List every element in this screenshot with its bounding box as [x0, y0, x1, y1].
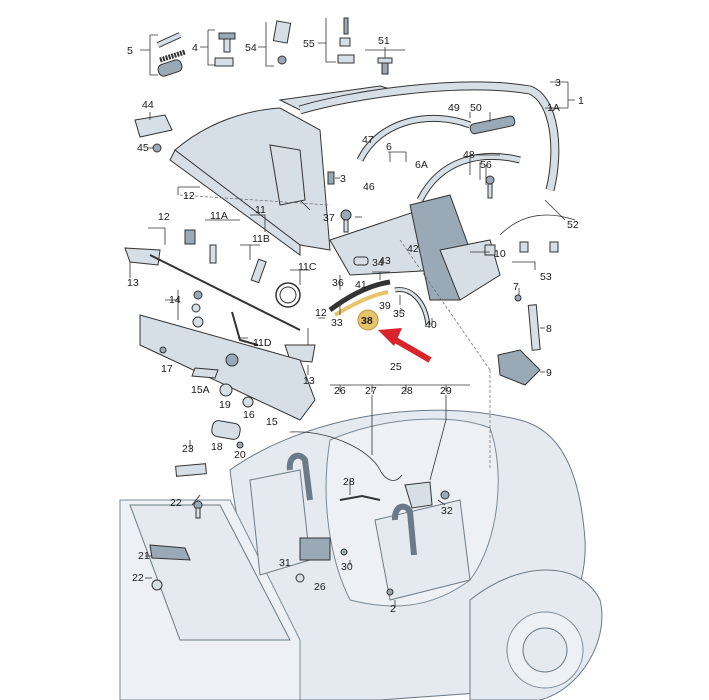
- label-49: 49: [448, 102, 460, 114]
- label-11: 11: [255, 204, 266, 216]
- label-13: 13: [127, 277, 139, 289]
- highlight-marker: [357, 309, 379, 331]
- label-29: 29: [440, 385, 452, 397]
- label-28: 28: [401, 385, 413, 397]
- seal-strip-49: [469, 115, 516, 135]
- label-53: 53: [540, 271, 552, 283]
- label-36: 36: [332, 277, 344, 289]
- label-3: 3: [555, 77, 561, 89]
- label-25: 25: [390, 361, 402, 373]
- label-55: 55: [303, 38, 315, 50]
- label-12b: 12: [315, 307, 327, 319]
- soft-top-frame: [169, 81, 560, 301]
- label-11B: 11B: [252, 233, 270, 245]
- label-11C: 11C: [298, 261, 317, 273]
- label-2: 2: [390, 603, 396, 615]
- label-37: 37: [323, 212, 335, 224]
- label-43: 43: [379, 255, 391, 267]
- label-50: 50: [470, 102, 482, 114]
- label-22b: 22: [132, 572, 144, 584]
- label-54: 54: [245, 42, 257, 54]
- label-9: 9: [546, 367, 552, 379]
- label-15: 15: [266, 416, 278, 428]
- windshield: [129, 504, 291, 641]
- label-45: 45: [137, 142, 149, 154]
- label-16: 16: [243, 409, 255, 421]
- label-12-top: 12: [183, 190, 195, 202]
- callout-labels: 5 4 54 55 51 3 1 1A 49 50 44 45 3 47 46 …: [127, 35, 584, 615]
- label-3b: 3: [340, 173, 346, 185]
- label-13b: 13: [303, 375, 315, 387]
- label-1: 1: [578, 95, 584, 107]
- label-40: 40: [425, 319, 437, 331]
- label-8: 8: [546, 323, 552, 335]
- label-17: 17: [161, 363, 173, 375]
- car-body: [119, 409, 603, 700]
- label-6: 6: [386, 141, 392, 153]
- label-21: 21: [138, 550, 150, 562]
- label-31: 31: [279, 557, 291, 569]
- label-52: 52: [567, 219, 579, 231]
- label-26b: 26: [314, 581, 326, 593]
- label-15A: 15A: [191, 384, 210, 396]
- label-11A: 11A: [210, 210, 228, 222]
- label-48: 48: [463, 149, 475, 161]
- label-26: 26: [334, 385, 346, 397]
- label-56: 56: [480, 159, 492, 171]
- label-38: 38: [361, 315, 373, 327]
- label-20: 20: [234, 449, 246, 461]
- label-12: 12: [158, 211, 170, 223]
- label-32: 32: [441, 505, 453, 517]
- highlight-arrow: [378, 328, 432, 363]
- label-6A: 6A: [415, 159, 428, 171]
- label-46: 46: [363, 181, 375, 193]
- label-33: 33: [331, 317, 343, 329]
- label-22: 22: [170, 497, 182, 509]
- label-47: 47: [362, 134, 374, 146]
- rear-bow: [169, 149, 301, 256]
- label-28b: 28: [343, 476, 355, 488]
- label-18: 18: [211, 441, 223, 453]
- label-11D: 11D: [253, 337, 272, 349]
- label-51: 51: [378, 35, 390, 47]
- label-41: 41: [355, 279, 367, 291]
- label-19: 19: [219, 399, 231, 411]
- leader-lines: [129, 18, 575, 608]
- label-1A: 1A: [547, 102, 560, 114]
- label-42: 42: [407, 243, 419, 255]
- label-30: 30: [341, 561, 353, 573]
- label-14: 14: [169, 294, 181, 306]
- label-39: 39: [379, 300, 391, 312]
- guide-lines: [179, 194, 491, 470]
- label-4: 4: [192, 42, 198, 54]
- label-27: 27: [365, 385, 377, 397]
- label-44: 44: [142, 99, 154, 111]
- label-23: 23: [182, 443, 194, 455]
- label-5: 5: [127, 45, 133, 57]
- rear-cross-member: [139, 314, 316, 421]
- label-10: 10: [494, 248, 506, 260]
- label-34: 34: [372, 257, 384, 269]
- label-35: 35: [393, 308, 405, 320]
- label-7: 7: [513, 281, 519, 293]
